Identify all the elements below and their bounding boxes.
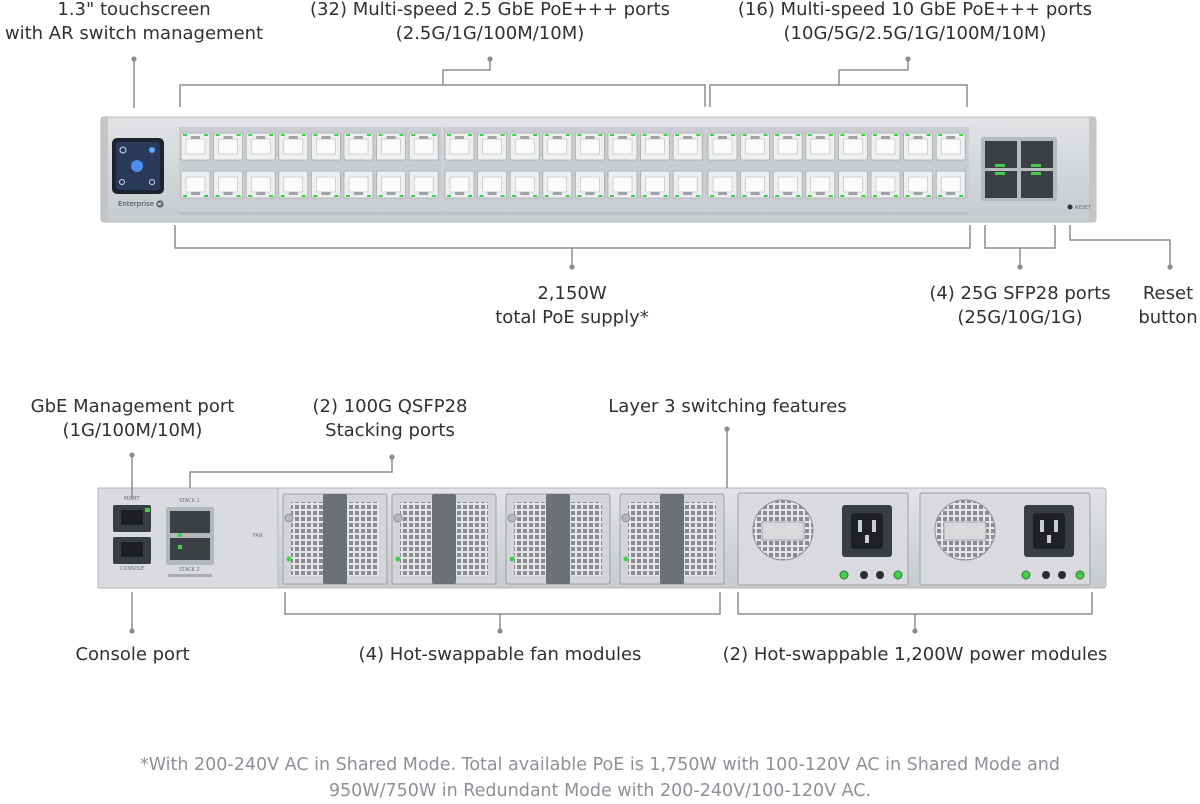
rj45-port[interactable] — [772, 132, 803, 161]
front-rj45-ports — [179, 127, 969, 215]
rj45-port[interactable] — [213, 132, 244, 161]
rj45-port[interactable] — [575, 170, 605, 199]
rj45-port[interactable] — [278, 170, 309, 199]
rj45-port[interactable] — [245, 132, 276, 161]
touchscreen-display[interactable] — [112, 138, 164, 194]
fan-module[interactable] — [505, 493, 611, 585]
stack2-print: STACK 2 — [179, 567, 200, 573]
rear-callout-dots — [129, 426, 918, 634]
power-module[interactable] — [919, 492, 1091, 586]
rj45-port[interactable] — [408, 132, 439, 161]
rj45-port[interactable] — [180, 170, 211, 199]
rj45-port[interactable] — [672, 170, 703, 199]
stack1-print: STACK 1 — [179, 498, 200, 504]
reset-button[interactable] — [1067, 204, 1073, 210]
fans-label: (4) Hot-swappable fan modules — [358, 644, 642, 665]
rj45-port[interactable] — [838, 170, 868, 199]
fan-module[interactable] — [282, 493, 388, 585]
console-port[interactable] — [113, 537, 151, 564]
rj45-port[interactable] — [310, 132, 341, 161]
rj45-port[interactable] — [607, 170, 638, 199]
rj45-port[interactable] — [343, 132, 374, 161]
ports-25g-label: (32) Multi-speed 2.5 GbE PoE+++ ports (2… — [310, 0, 670, 44]
sfp28-cage — [981, 137, 1057, 201]
rj45-port[interactable] — [672, 132, 703, 161]
qsfp28-stack-ports[interactable] — [166, 507, 214, 565]
power-module[interactable] — [737, 492, 909, 586]
footnote: *With 200-240V AC in Shared Mode. Total … — [0, 752, 1200, 804]
rj45-port[interactable] — [376, 132, 407, 161]
rj45-port[interactable] — [343, 170, 374, 199]
sfp28-label: (4) 25G SFP28 ports (25G/10G/1G) — [929, 283, 1111, 328]
rj45-port[interactable] — [509, 170, 540, 199]
power-label: (2) Hot-swappable 1,200W power modules — [722, 644, 1108, 665]
rj45-port[interactable] — [509, 132, 540, 161]
rj45-port[interactable] — [542, 170, 573, 199]
rj45-port[interactable] — [278, 132, 309, 161]
mgmt-port[interactable] — [113, 505, 151, 532]
console-label: Console port — [75, 644, 190, 665]
rj45-port[interactable] — [180, 132, 211, 161]
rj45-port[interactable] — [935, 132, 966, 161]
rj45-port[interactable] — [740, 132, 770, 161]
rj45-port[interactable] — [707, 170, 738, 199]
rj45-port[interactable] — [575, 132, 605, 161]
front-callout-dots — [131, 56, 1173, 270]
reset-print: RESET — [1075, 205, 1092, 211]
rj45-port[interactable] — [245, 170, 276, 199]
power-modules — [737, 492, 1091, 586]
rj45-port[interactable] — [444, 170, 475, 199]
rj45-port[interactable] — [640, 132, 670, 161]
rj45-port[interactable] — [310, 170, 341, 199]
footnote-line2: 950W/750W in Redundant Mode with 200-240… — [328, 781, 872, 801]
ports-10g-label: (16) Multi-speed 10 GbE PoE+++ ports (10… — [737, 0, 1093, 44]
reset-label: Reset button — [1138, 283, 1198, 328]
touchscreen-label: 1.3" touchscreen with AR switch manageme… — [4, 0, 264, 44]
rj45-port[interactable] — [542, 132, 573, 161]
rj45-port[interactable] — [607, 132, 638, 161]
rj45-port[interactable] — [903, 170, 933, 199]
rj45-port[interactable] — [838, 132, 868, 161]
rj45-port[interactable] — [935, 170, 966, 199]
rear-callout-lines — [131, 430, 1093, 630]
layer3-label: Layer 3 switching features — [608, 396, 847, 417]
fan-modules — [282, 493, 725, 585]
rj45-port[interactable] — [213, 170, 244, 199]
rj45-port[interactable] — [870, 132, 901, 161]
mgmt-label: GbE Management port (1G/100M/10M) — [30, 396, 235, 441]
rj45-port[interactable] — [376, 170, 407, 199]
rj45-port[interactable] — [805, 132, 836, 161]
rj45-port[interactable] — [640, 170, 670, 199]
rj45-port[interactable] — [408, 170, 439, 199]
poe-supply-label: 2,150W total PoE supply* — [495, 283, 649, 328]
rj45-port[interactable] — [477, 132, 508, 161]
qsfp-label: (2) 100G QSFP28 Stacking ports — [312, 396, 468, 441]
rj45-port[interactable] — [870, 170, 901, 199]
console-print: CONSOLE — [120, 566, 144, 572]
rj45-port[interactable] — [477, 170, 508, 199]
fan-module[interactable] — [619, 493, 725, 585]
footnote-line1: *With 200-240V AC in Shared Mode. Total … — [139, 755, 1061, 775]
mgmt-print: MGMT — [124, 496, 141, 502]
rj45-port[interactable] — [772, 170, 803, 199]
fan-module[interactable] — [391, 493, 497, 585]
fan-print: FAN — [253, 533, 263, 539]
rj45-port[interactable] — [805, 170, 836, 199]
rj45-port[interactable] — [707, 132, 738, 161]
rj45-port[interactable] — [740, 170, 770, 199]
rj45-port[interactable] — [444, 132, 475, 161]
rj45-port[interactable] — [903, 132, 933, 161]
front-callout-lines — [133, 60, 1171, 266]
